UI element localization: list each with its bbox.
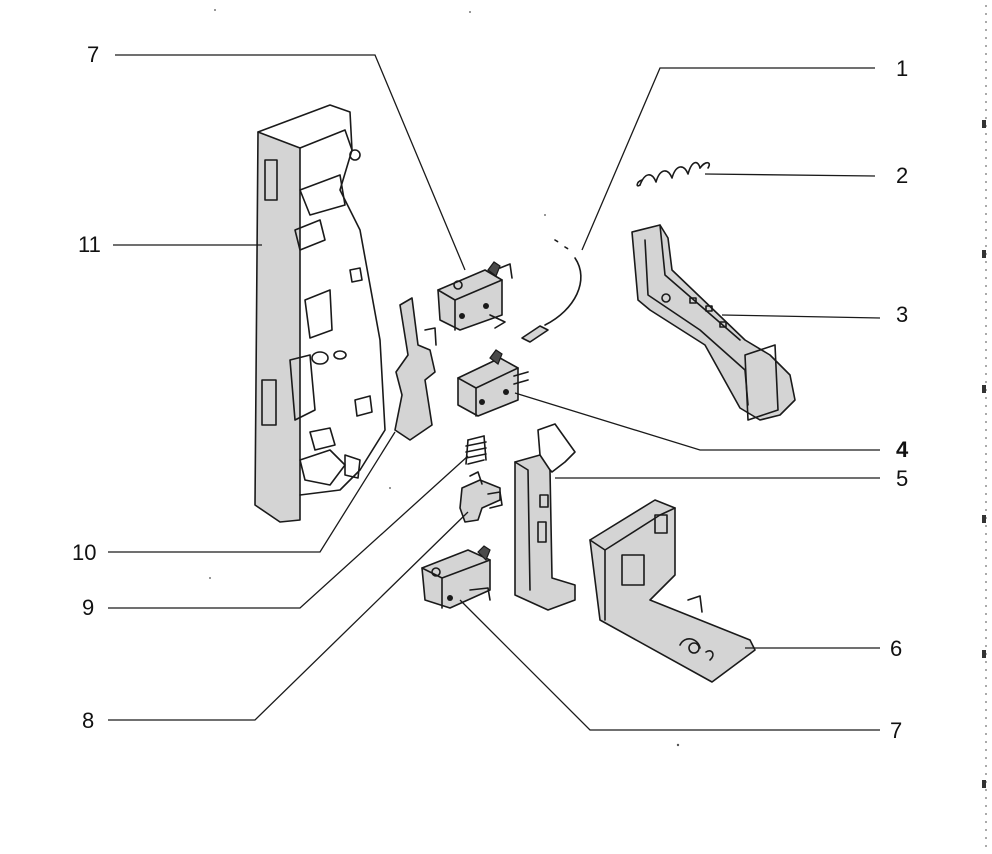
callout-5: 5 (896, 466, 908, 491)
callout-3: 3 (896, 302, 908, 327)
leader-7-top (115, 54, 466, 271)
part-11-frame (254, 104, 386, 523)
leader-2 (704, 173, 876, 177)
part-9-spring (465, 435, 487, 465)
leader-3 (721, 314, 881, 319)
leader-1 (581, 67, 875, 251)
callout-9: 9 (82, 595, 94, 620)
part-7-top-microswitch (437, 261, 513, 331)
part-10-lever (394, 297, 437, 441)
part-4-microswitch (457, 349, 529, 417)
scan-specks (209, 9, 680, 747)
leader-lines (108, 54, 881, 731)
part-5-actuator (514, 423, 576, 611)
callout-labels: 7 1 2 11 3 4 5 10 9 6 8 7 (72, 42, 909, 743)
part-7-bottom-microswitch (421, 545, 491, 609)
leader-4 (514, 392, 880, 451)
callout-7-bottom: 7 (890, 718, 902, 743)
part-8-plunger (459, 471, 503, 523)
callout-2: 2 (896, 163, 908, 188)
callout-7-top: 7 (87, 42, 99, 67)
part-1-wire (521, 239, 582, 343)
leader-7-bottom (459, 599, 880, 731)
callout-10: 10 (72, 540, 96, 565)
callout-11: 11 (78, 232, 101, 257)
leader-9 (108, 455, 469, 609)
leader-10 (108, 431, 396, 553)
part-6-mounting-plate (589, 499, 756, 683)
part-3-bracket (631, 224, 796, 421)
callout-6: 6 (890, 636, 902, 661)
leader-8 (108, 511, 469, 721)
part-2-spring (636, 161, 711, 187)
callout-8: 8 (82, 708, 94, 733)
page-edge-marks (982, 5, 987, 850)
callout-1: 1 (896, 56, 908, 81)
callout-4: 4 (896, 437, 909, 462)
